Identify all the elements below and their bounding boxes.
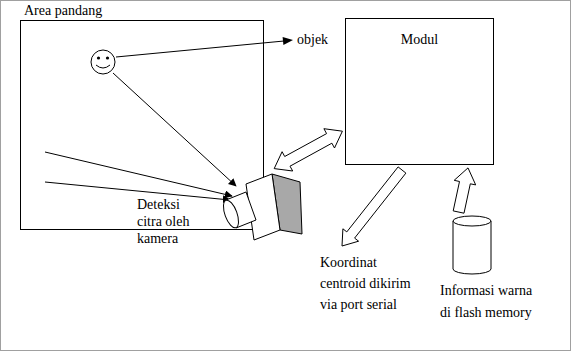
node-title: Informasi warna di flash memory [440, 280, 540, 324]
block-arrow [453, 168, 476, 213]
module-box: Modul [345, 18, 494, 165]
flash-memory-cylinder: Informasi warna di flash memory [452, 215, 492, 275]
database-symbol [452, 215, 492, 275]
node-title: Modul [346, 19, 493, 48]
node-title: Area pandang [24, 3, 102, 19]
object-pointer [116, 37, 293, 57]
camera-symbol [220, 170, 306, 242]
smiley-object [91, 50, 115, 74]
output-label: Koordinat centroid dikirim via port seri… [320, 252, 420, 315]
block-arrow [274, 129, 342, 171]
camera-node: Deteksi citra oleh kamera [220, 170, 306, 242]
output-arrow [342, 167, 406, 246]
object-label: objek [297, 31, 357, 48]
light-rays [45, 73, 236, 200]
node-title: Deteksi citra oleh kamera [137, 196, 199, 247]
